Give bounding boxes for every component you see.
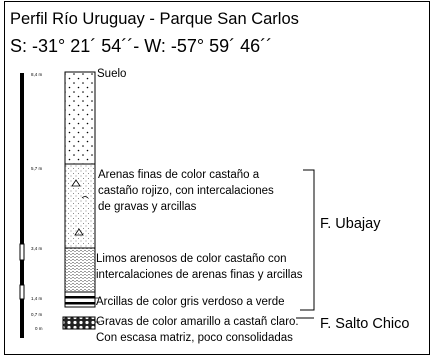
layer-label-arcillas: Arcillas de color gris verdoso a verde bbox=[96, 294, 285, 310]
formation-label-ubajay: F. Ubajay bbox=[320, 216, 381, 232]
layer-text-line: Gravas de color amarillo a castañ claro. bbox=[96, 316, 299, 328]
scale-label-5-7: 5,7 m bbox=[31, 166, 43, 171]
figure-frame bbox=[4, 1, 430, 355]
bracket-ubajay bbox=[303, 169, 315, 311]
scale-label-1-4: 1,4 m bbox=[31, 296, 43, 301]
layer-connectors bbox=[95, 297, 100, 323]
gravel-lens-marks bbox=[71, 179, 89, 236]
formation-brackets bbox=[296, 169, 315, 319]
layer-text-line: castaño rojizo, con intercalaciones bbox=[98, 185, 274, 197]
scale-label-0: 0 m bbox=[35, 326, 43, 331]
layer-text-line: Arenas finas de color castaño a bbox=[98, 169, 260, 181]
layer-gravas bbox=[62, 316, 96, 330]
layer-text-line: Arcillas de color gris verdoso a verde bbox=[96, 296, 285, 308]
layer-suelo bbox=[64, 71, 96, 165]
layer-text-line: intercalaciones de arenas finas y arcill… bbox=[96, 269, 303, 281]
clay-bands bbox=[65, 296, 95, 305]
profile-coordinates: S: -31° 21´ 54´´- W: -57° 59´ 46´´ bbox=[10, 36, 273, 56]
layer-text-line: Limos arenosos de color castaño con bbox=[96, 253, 287, 265]
layer-arcillas bbox=[64, 291, 96, 308]
layer-label-arenas: Arenas finas de color castaño a castaño … bbox=[98, 167, 274, 215]
layer-arenas bbox=[64, 163, 96, 249]
layer-text-line: Con escasa matriz, poco consolidadas bbox=[96, 332, 293, 344]
scale-label-8-4: 8,4 m bbox=[31, 72, 43, 77]
scale-bar-segment bbox=[20, 73, 24, 338]
layer-label-limos: Limos arenosos de color castaño con inte… bbox=[96, 251, 302, 283]
scale-label-3-4: 3,4 m bbox=[31, 246, 43, 251]
layer-text-line: Suelo bbox=[97, 68, 127, 80]
depth-scale-bar: 8,4 m 5,7 m 3,4 m 1,4 m 0,7 m 0 m bbox=[19, 72, 43, 338]
layer-text-line: de gravas y arcillas bbox=[98, 201, 197, 213]
scale-bar-segment bbox=[19, 243, 25, 261]
scale-label-0-7: 0,7 m bbox=[31, 312, 43, 317]
layer-limos bbox=[64, 247, 96, 293]
formation-label-salto-chico: F. Salto Chico bbox=[320, 316, 410, 332]
layer-label-suelo: Suelo bbox=[97, 66, 126, 82]
stratigraphic-column bbox=[62, 71, 96, 330]
scale-bar-segment bbox=[19, 284, 25, 300]
profile-title: Perfil Río Uruguay - Parque San Carlos bbox=[10, 10, 299, 28]
layer-label-gravas: Gravas de color amarillo a castañ claro.… bbox=[96, 314, 299, 346]
